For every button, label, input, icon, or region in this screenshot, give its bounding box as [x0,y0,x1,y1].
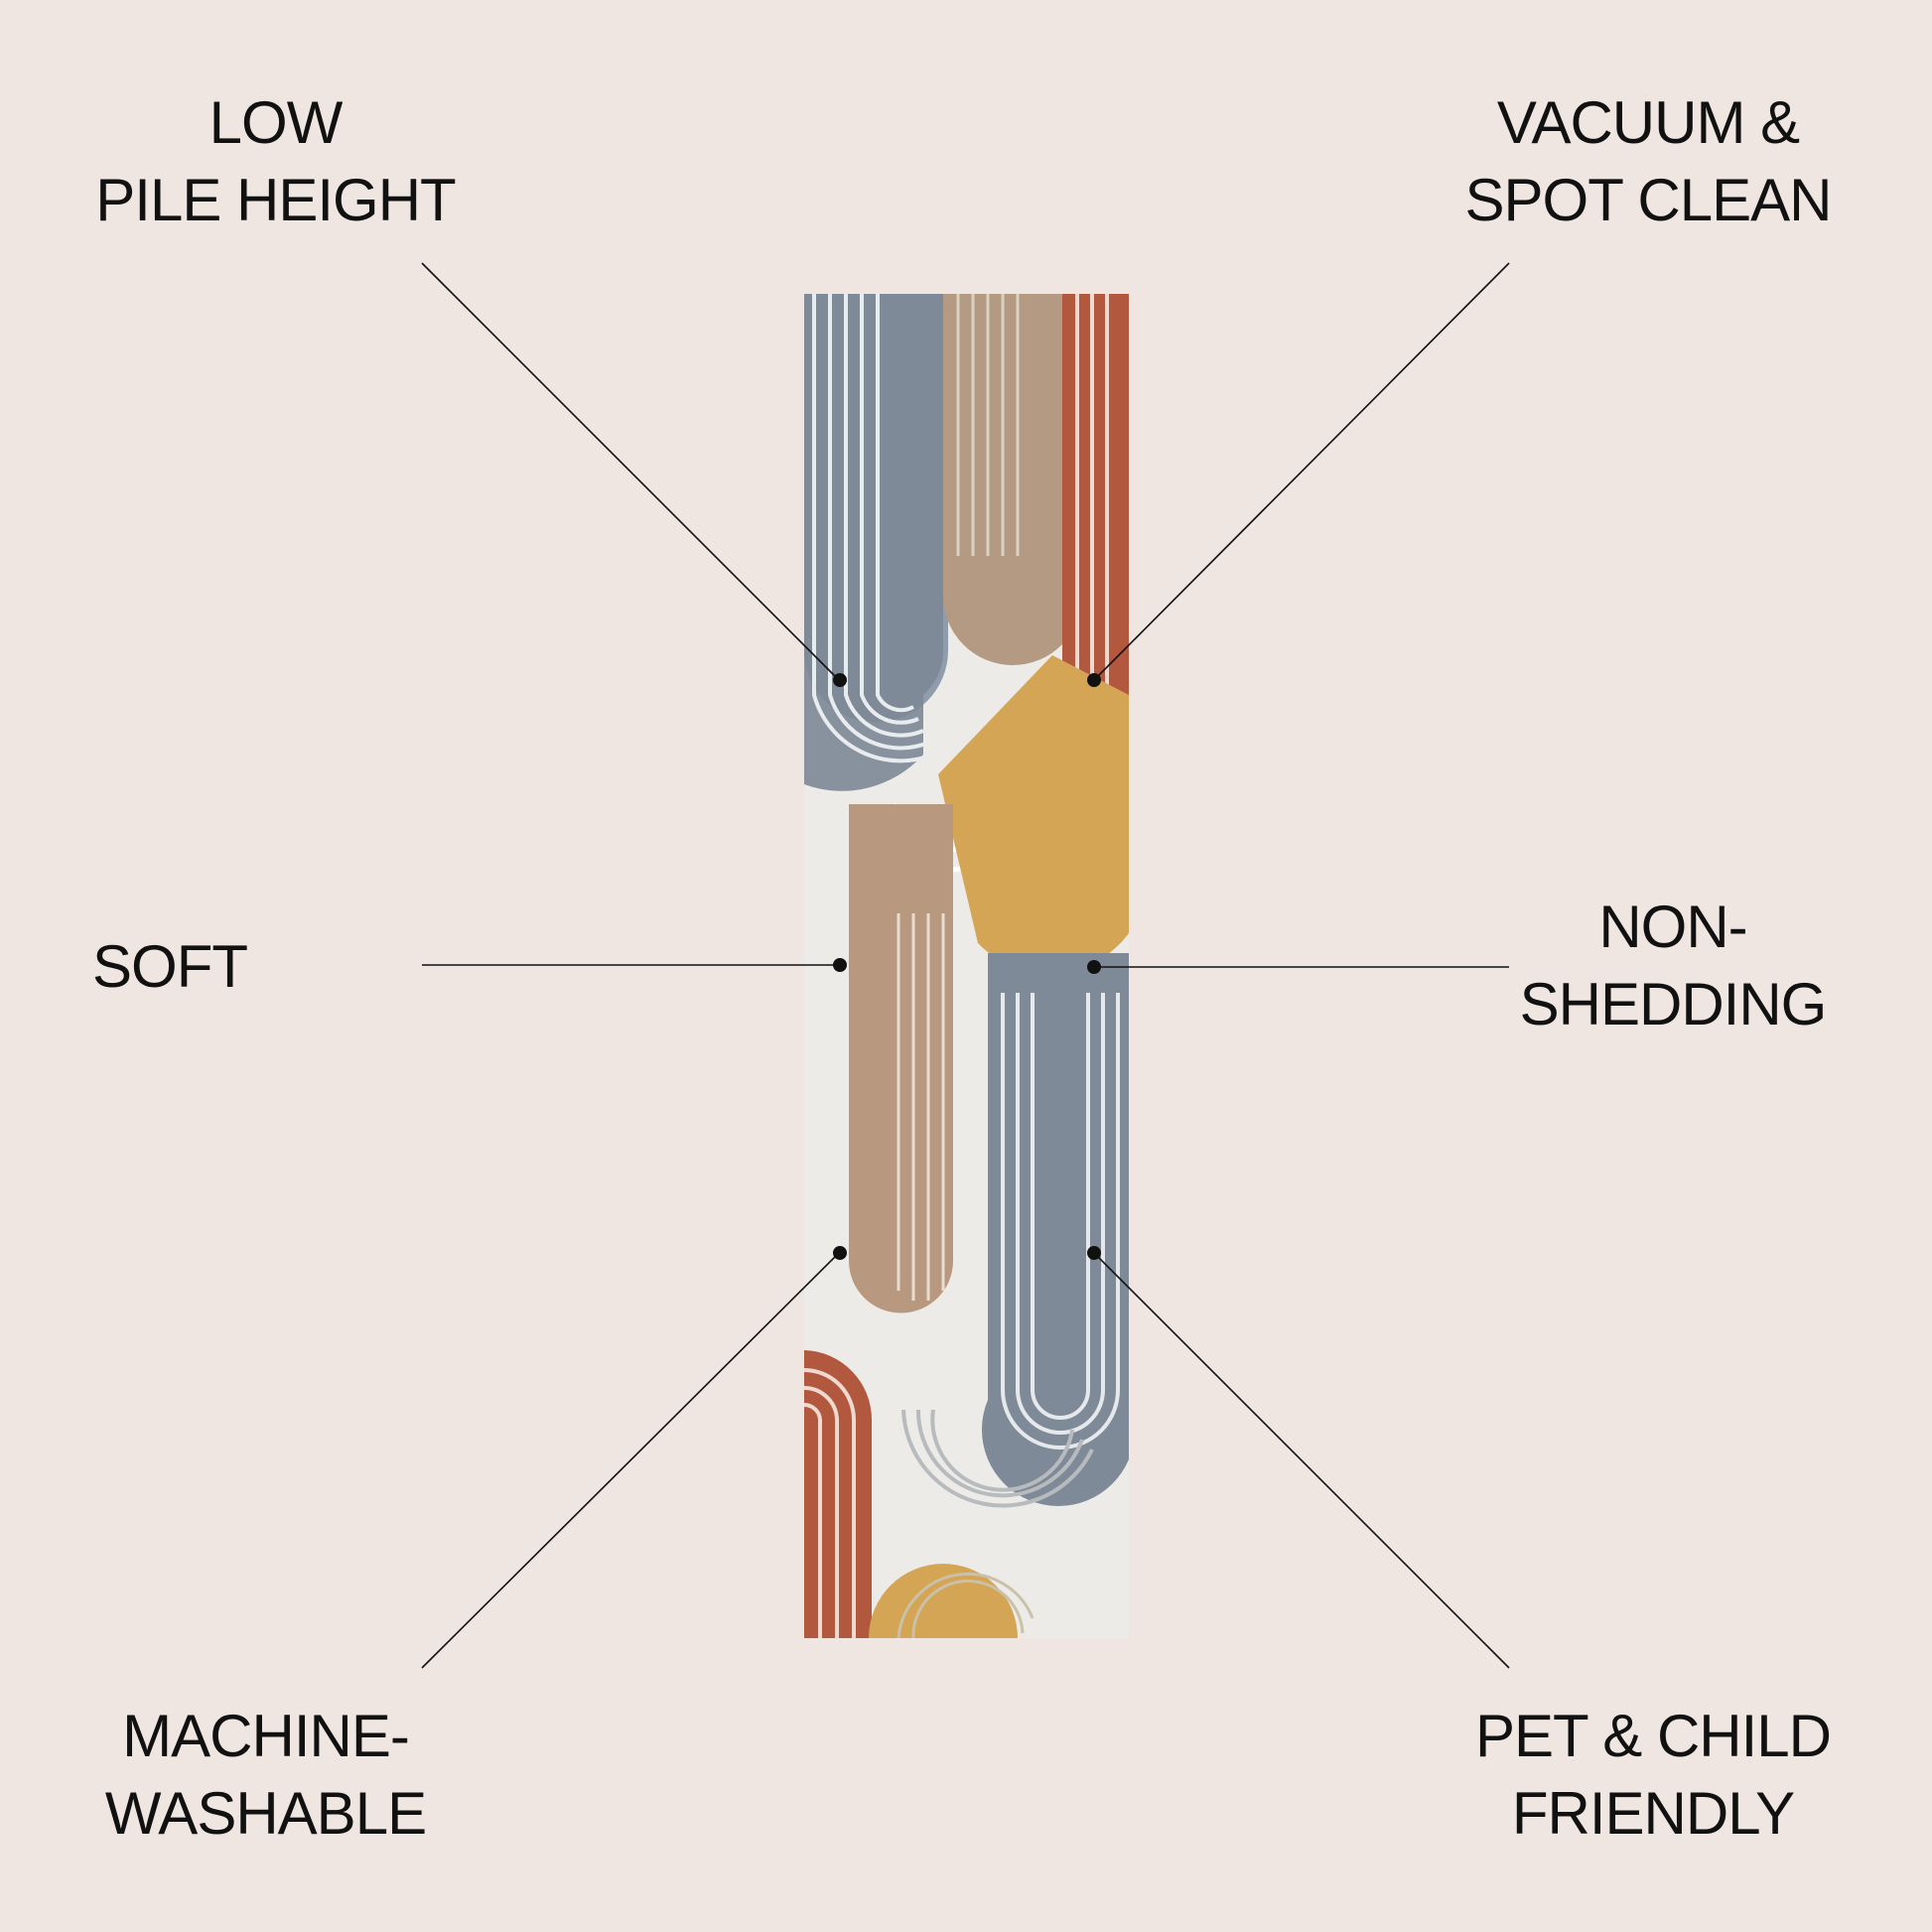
feature-label-soft: SOFT [92,928,390,1006]
feature-non-shedding-line2: SHEDDING [1519,971,1828,1037]
feature-low-pile-line2: PILE HEIGHT [95,167,456,233]
connector-pet-child [1093,1252,1510,1669]
feature-label-machine-washable: MACHINE- WASHABLE [94,1698,437,1853]
marker-dot-soft [833,958,847,972]
connector-vacuum [1093,262,1510,681]
feature-vacuum-line2: SPOT CLEAN [1464,167,1832,233]
feature-pet-child-line2: FRIENDLY [1511,1780,1795,1847]
marker-dot-non-shedding [1087,960,1101,974]
marker-dot-pet-child [1087,1246,1101,1260]
feature-low-pile-line1: LOW [208,89,344,156]
feature-label-non-shedding: NON- SHEDDING [1499,889,1847,1043]
feature-soft-line1: SOFT [92,933,248,1000]
marker-dot-vacuum [1087,673,1101,687]
marker-dot-low-pile [833,673,847,687]
connector-low-pile [421,262,840,681]
connector-machine-washable [421,1252,840,1669]
feature-label-low-pile: LOW PILE HEIGHT [89,84,462,239]
feature-label-pet-child: PET & CHILD FRIENDLY [1459,1698,1847,1853]
marker-dot-machine-washable [833,1246,847,1260]
feature-vacuum-line1: VACUUM & [1496,89,1800,156]
feature-non-shedding-line1: NON- [1598,894,1747,960]
rug-image [804,294,1129,1638]
feature-machine-washable-line2: WASHABLE [104,1780,427,1847]
feature-machine-washable-line1: MACHINE- [122,1703,410,1769]
feature-pet-child-line1: PET & CHILD [1475,1703,1832,1769]
feature-label-vacuum: VACUUM & SPOT CLEAN [1449,84,1847,239]
